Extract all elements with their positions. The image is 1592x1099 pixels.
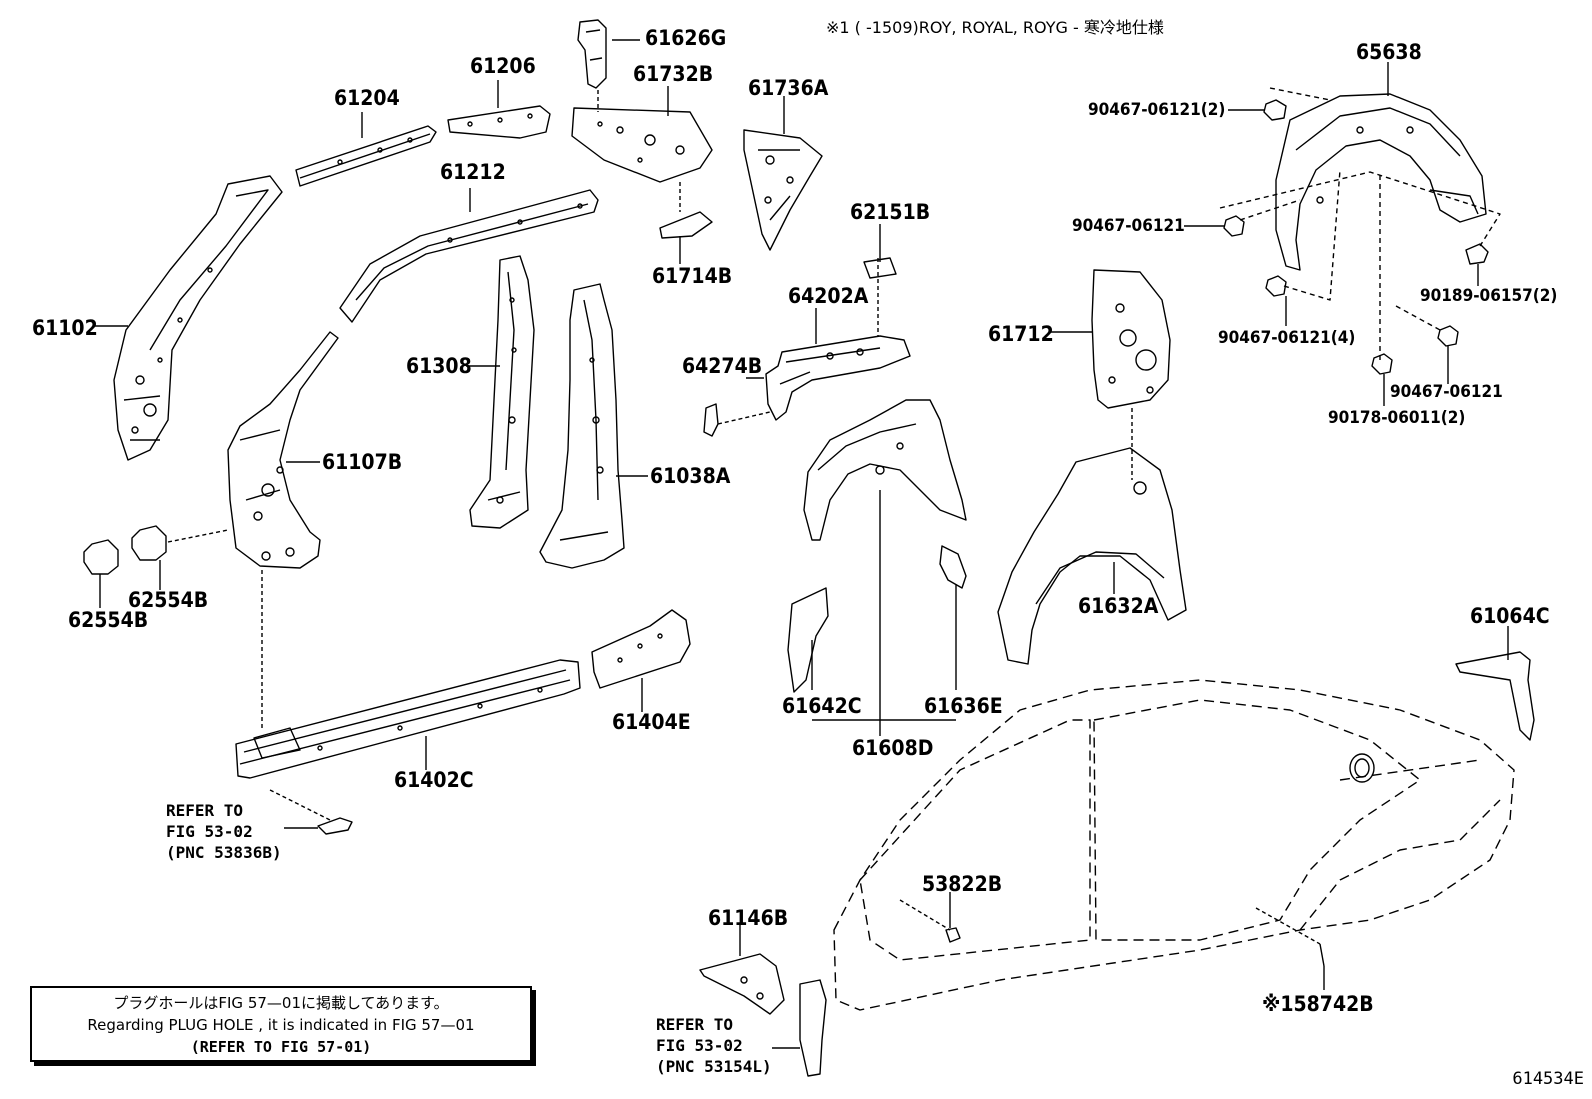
part-61212-shape bbox=[339, 189, 599, 323]
part-label-65638[interactable]: 65638 bbox=[1356, 40, 1422, 64]
notice-box-shadow bbox=[532, 990, 536, 1066]
part-label-90467-06121-lower[interactable]: 90467-06121 bbox=[1390, 382, 1503, 402]
plug-hole-notice-box: プラグホールはFIG 57—01に掲載してあります。 Regarding PLU… bbox=[30, 986, 532, 1062]
part-label-61308[interactable]: 61308 bbox=[406, 354, 472, 378]
part-label-64274B[interactable]: 64274B bbox=[682, 354, 763, 378]
notice-line-japanese: プラグホールはFIG 57—01に掲載してあります。 bbox=[113, 994, 449, 1012]
part-label-61102[interactable]: 61102 bbox=[32, 316, 98, 340]
part-label-61626G[interactable]: 61626G bbox=[645, 26, 727, 50]
part-label-61712[interactable]: 61712 bbox=[988, 322, 1054, 346]
part-61736A-shape bbox=[743, 129, 823, 251]
part-label-61608D[interactable]: 61608D bbox=[852, 736, 934, 760]
part-61146B-shape bbox=[699, 953, 785, 1015]
part-61712-shape bbox=[1091, 269, 1171, 480]
notice-box-shadow-bottom bbox=[34, 1062, 536, 1066]
part-label-61404E[interactable]: 61404E bbox=[612, 710, 691, 734]
refer-note-pnc-53836b[interactable]: REFER TO FIG 53-02 (PNC 53836B) bbox=[166, 801, 282, 862]
part-label-62554B-right[interactable]: 62554B bbox=[128, 588, 209, 612]
part-label-61204[interactable]: 61204 bbox=[334, 86, 400, 110]
part-label-58742B[interactable]: ※158742B bbox=[1262, 992, 1374, 1016]
part-64274B-shape bbox=[703, 403, 771, 437]
part-61632A-shape bbox=[997, 447, 1187, 665]
part-label-90467-06121-2[interactable]: 90467-06121(2) bbox=[1088, 100, 1226, 120]
part-label-90189-06157-2[interactable]: 90189-06157(2) bbox=[1420, 286, 1558, 306]
part-61626G-shape bbox=[577, 19, 607, 112]
part-64202A-shape bbox=[765, 258, 911, 421]
part-label-61212[interactable]: 61212 bbox=[440, 160, 506, 184]
fastener-leaders bbox=[1219, 87, 1501, 360]
part-61732B-shape bbox=[571, 107, 713, 212]
part-53154L-shape bbox=[799, 979, 827, 1077]
part-label-61146B[interactable]: 61146B bbox=[708, 906, 789, 930]
part-61636E-shape bbox=[939, 545, 967, 589]
part-61107B-shape bbox=[167, 331, 339, 730]
part-label-90467-06121-4[interactable]: 90467-06121(4) bbox=[1218, 328, 1356, 348]
part-61608D-shape bbox=[803, 399, 967, 541]
diagram-id: 614534E bbox=[1512, 1069, 1584, 1089]
part-label-64202A[interactable]: 64202A bbox=[788, 284, 869, 308]
part-label-62151B[interactable]: 62151B bbox=[850, 200, 931, 224]
part-62554B-shapes bbox=[83, 525, 167, 575]
part-61404E-shape bbox=[591, 609, 691, 689]
part-label-61038A[interactable]: 61038A bbox=[650, 464, 731, 488]
fastener-icons bbox=[1223, 99, 1489, 375]
part-61038A-shape bbox=[539, 283, 625, 569]
part-label-61064C[interactable]: 61064C bbox=[1470, 604, 1550, 628]
part-label-61636E[interactable]: 61636E bbox=[924, 694, 1003, 718]
body-outline bbox=[833, 679, 1515, 1011]
part-label-90178-06011-2[interactable]: 90178-06011(2) bbox=[1328, 408, 1466, 428]
fuel-lid-shape bbox=[1349, 753, 1375, 783]
part-label-61206[interactable]: 61206 bbox=[470, 54, 536, 78]
part-label-61642C[interactable]: 61642C bbox=[782, 694, 862, 718]
part-61402C-shape bbox=[235, 659, 581, 821]
part-65638-shape bbox=[1275, 93, 1487, 271]
part-61714B-shape bbox=[659, 211, 713, 239]
refer-note-pnc-53154l[interactable]: REFER TO FIG 53-02 (PNC 53154L) bbox=[656, 1015, 772, 1076]
part-61308-shape bbox=[469, 255, 535, 529]
part-label-61632A[interactable]: 61632A bbox=[1078, 594, 1159, 618]
part-62151B-shape bbox=[863, 257, 897, 279]
part-label-61736A[interactable]: 61736A bbox=[748, 76, 829, 100]
part-61102-shape bbox=[113, 175, 283, 461]
part-label-61714B[interactable]: 61714B bbox=[652, 264, 733, 288]
part-53822B-shape bbox=[899, 899, 961, 943]
leader-lines bbox=[94, 39, 1509, 1049]
part-label-53822B[interactable]: 53822B bbox=[922, 872, 1003, 896]
part-58742B-shape bbox=[1255, 907, 1325, 967]
part-61642C-shape bbox=[787, 587, 829, 693]
part-label-61107B[interactable]: 61107B bbox=[322, 450, 403, 474]
notice-line-english: Regarding PLUG HOLE , it is indicated in… bbox=[87, 1016, 475, 1034]
notice-line-refer[interactable]: (REFER TO FIG 57-01) bbox=[190, 1038, 372, 1056]
part-label-90467-06121-upper[interactable]: 90467-06121 bbox=[1072, 216, 1185, 236]
part-61064C-shape bbox=[1455, 651, 1535, 741]
part-53836B-clip bbox=[317, 817, 353, 835]
part-label-61402C[interactable]: 61402C bbox=[394, 768, 474, 792]
part-label-61732B[interactable]: 61732B bbox=[633, 62, 714, 86]
part-61204-shape bbox=[295, 125, 437, 187]
part-61206-shape bbox=[447, 105, 551, 139]
part-label-62554B-left[interactable]: 62554B bbox=[68, 608, 149, 632]
regional-spec-note: ※1 ( -1509)ROY, ROYAL, ROYG - 寒冷地仕様 bbox=[826, 18, 1164, 37]
